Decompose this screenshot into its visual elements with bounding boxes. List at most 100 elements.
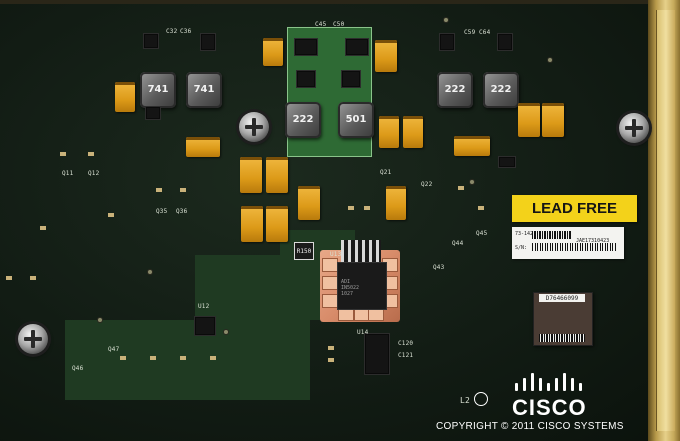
via bbox=[224, 330, 228, 334]
smd-resistor bbox=[150, 356, 156, 360]
smd-resistor bbox=[328, 346, 334, 350]
inductor-3: 222 bbox=[285, 102, 321, 138]
smd-resistor bbox=[6, 276, 12, 280]
silk-q22: Q22 bbox=[421, 181, 433, 188]
cisco-logo-bar bbox=[547, 383, 550, 391]
via bbox=[444, 18, 448, 22]
inductor-1: 741 bbox=[140, 72, 176, 108]
smd-resistor bbox=[364, 206, 370, 210]
pad bbox=[322, 294, 338, 308]
inductor-6: 222 bbox=[483, 72, 519, 108]
ic-chip bbox=[194, 316, 216, 336]
cisco-logo-bar bbox=[515, 383, 518, 391]
serial-line-3: S/N: bbox=[515, 245, 528, 251]
tantalum-cap bbox=[454, 136, 490, 156]
silk-u12: U12 bbox=[198, 303, 210, 310]
inductor-5: 222 bbox=[437, 72, 473, 108]
recycle-icon bbox=[474, 392, 488, 406]
smd-resistor bbox=[30, 276, 36, 280]
chip-barcode bbox=[539, 334, 585, 342]
silk-c45: C45 bbox=[315, 21, 327, 28]
tantalum-cap bbox=[115, 82, 135, 112]
ic-chip bbox=[498, 156, 516, 168]
silk-c32: C32 bbox=[166, 28, 178, 35]
smd-resistor bbox=[108, 213, 114, 217]
silk-u14: U14 bbox=[357, 329, 369, 336]
tantalum-cap bbox=[403, 116, 423, 148]
silk-q11: Q11 bbox=[62, 170, 74, 177]
resistor-r150: R150 bbox=[294, 242, 314, 260]
ic-chip bbox=[364, 333, 390, 375]
mounting-screw bbox=[239, 112, 269, 142]
silk-c50: C50 bbox=[333, 21, 345, 28]
gold-edge-strip bbox=[656, 10, 675, 431]
silk-q45: Q45 bbox=[476, 230, 488, 237]
tantalum-cap bbox=[386, 186, 406, 220]
tantalum-cap bbox=[263, 38, 283, 66]
smd-resistor bbox=[458, 186, 464, 190]
silk-c120: C120 bbox=[398, 340, 414, 347]
ic-chip bbox=[341, 70, 361, 88]
smd-resistor bbox=[120, 356, 126, 360]
ic-chip bbox=[296, 70, 316, 88]
ic-chip bbox=[497, 33, 513, 51]
tantalum-cap bbox=[241, 206, 263, 242]
tantalum-cap bbox=[518, 103, 540, 137]
mounting-screw bbox=[619, 113, 649, 143]
tantalum-cap bbox=[266, 157, 288, 193]
inductor-2: 741 bbox=[186, 72, 222, 108]
board-top-edge bbox=[0, 0, 648, 4]
mounting-screw bbox=[18, 324, 48, 354]
via bbox=[148, 270, 152, 274]
tantalum-cap bbox=[379, 116, 399, 148]
ic-chip bbox=[145, 106, 161, 120]
cisco-logo-text: CISCO bbox=[512, 395, 587, 420]
silk-c36: C36 bbox=[180, 28, 192, 35]
silk-l2: L2 bbox=[460, 396, 471, 405]
cisco-logo-bar bbox=[579, 383, 582, 391]
silk-q43: Q43 bbox=[433, 264, 445, 271]
via bbox=[470, 180, 474, 184]
smd-resistor bbox=[180, 188, 186, 192]
silk-q46: Q46 bbox=[72, 365, 84, 372]
ic-chip bbox=[345, 38, 369, 56]
smd-resistor bbox=[88, 152, 94, 156]
ic-chip bbox=[294, 38, 318, 56]
silk-q12: Q12 bbox=[88, 170, 100, 177]
serial-label: 73-14277-01 B0 JAE17310423 S/N: bbox=[512, 227, 624, 259]
cisco-logo-bar bbox=[539, 378, 542, 391]
silk-q36: Q36 bbox=[176, 208, 188, 215]
tantalum-cap bbox=[266, 206, 288, 242]
cisco-logo-bar bbox=[531, 373, 534, 391]
inductor-4: 501 bbox=[338, 102, 374, 138]
tantalum-cap bbox=[375, 40, 397, 72]
ic-chip bbox=[200, 33, 216, 51]
cisco-logo-bar bbox=[563, 373, 566, 391]
ic-pins bbox=[341, 240, 381, 264]
tantalum-cap bbox=[542, 103, 564, 137]
silk-c59: C59 bbox=[464, 29, 476, 36]
chip-id-sticker: D76466099 bbox=[539, 294, 585, 302]
smd-resistor bbox=[156, 188, 162, 192]
via bbox=[548, 58, 552, 62]
silk-q44: Q44 bbox=[452, 240, 464, 247]
cisco-logo-bar bbox=[523, 378, 526, 391]
pad bbox=[322, 276, 338, 290]
silk-u13: U13 bbox=[330, 251, 342, 258]
via bbox=[98, 318, 102, 322]
smd-resistor bbox=[478, 206, 484, 210]
copyright-text: COPYRIGHT © 2011 CISCO SYSTEMS bbox=[436, 421, 624, 432]
ground-pour-bottom bbox=[65, 320, 310, 400]
barcode bbox=[532, 243, 616, 251]
smd-resistor bbox=[180, 356, 186, 360]
cisco-logo-bar bbox=[571, 378, 574, 391]
smd-resistor bbox=[328, 358, 334, 362]
serial-line-2: JAE17310423 bbox=[576, 238, 610, 244]
cisco-logo-bar bbox=[555, 378, 558, 391]
silk-q21: Q21 bbox=[380, 169, 392, 176]
silk-q35: Q35 bbox=[156, 208, 168, 215]
smd-resistor bbox=[40, 226, 46, 230]
silk-c121: C121 bbox=[398, 352, 414, 359]
tantalum-cap bbox=[240, 157, 262, 193]
